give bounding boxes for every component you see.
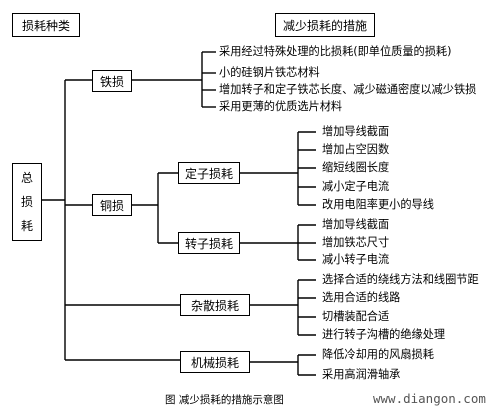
total-loss-char-1: 总 xyxy=(20,171,33,185)
total-loss-box: 总 损 耗 xyxy=(12,163,42,241)
stator-loss-box: 定子损耗 xyxy=(178,162,240,184)
header-loss-type: 损耗种类 xyxy=(12,13,80,37)
stator-measure-5: 改用电阻率更小的导线 xyxy=(322,198,434,211)
iron-measure-1: 采用经过特殊处理的比损耗(即单位质量的损耗) xyxy=(219,45,452,58)
mech-measure-1: 降低冷却用的风扇损耗 xyxy=(322,348,434,361)
iron-measure-2: 小的硅钢片铁芯材料 xyxy=(219,66,320,79)
stator-measure-2: 增加占空因数 xyxy=(322,143,390,156)
stray-measure-1: 选择合适的绕线方法和线圈节距 xyxy=(322,273,479,286)
iron-measure-4: 采用更薄的优质选片材料 xyxy=(219,100,343,113)
watermark: www.diangon.com xyxy=(373,391,486,406)
total-loss-char-3: 耗 xyxy=(20,219,33,233)
mech-measure-2: 采用高润滑轴承 xyxy=(322,368,401,381)
header-measures: 减少损耗的措施 xyxy=(275,13,375,37)
iron-loss-box: 铁损 xyxy=(92,70,132,92)
copper-loss-box: 铜损 xyxy=(92,194,132,216)
stator-measure-1: 增加导线截面 xyxy=(322,125,390,138)
stator-measure-4: 减小定子电流 xyxy=(322,180,390,193)
iron-measure-3: 增加转子和定子铁芯长度、减少磁通密度以减少铁损 xyxy=(219,83,477,96)
stator-measure-3: 缩短线圈长度 xyxy=(322,161,390,174)
stray-measure-4: 进行转子沟槽的绝缘处理 xyxy=(322,328,446,341)
rotor-loss-box: 转子损耗 xyxy=(178,232,240,254)
total-loss-char-2: 损 xyxy=(20,195,33,209)
stray-measure-3: 切槽装配合适 xyxy=(322,310,390,323)
stray-measure-2: 选用合适的线路 xyxy=(322,291,401,304)
mechanical-loss-box: 机械损耗 xyxy=(180,351,250,373)
rotor-measure-3: 减小转子电流 xyxy=(322,253,390,266)
rotor-measure-1: 增加导线截面 xyxy=(322,218,390,231)
rotor-measure-2: 增加铁芯尺寸 xyxy=(322,236,390,249)
stray-loss-box: 杂散损耗 xyxy=(180,294,250,316)
figure-caption: 图 减少损耗的措施示意图 xyxy=(165,394,284,406)
